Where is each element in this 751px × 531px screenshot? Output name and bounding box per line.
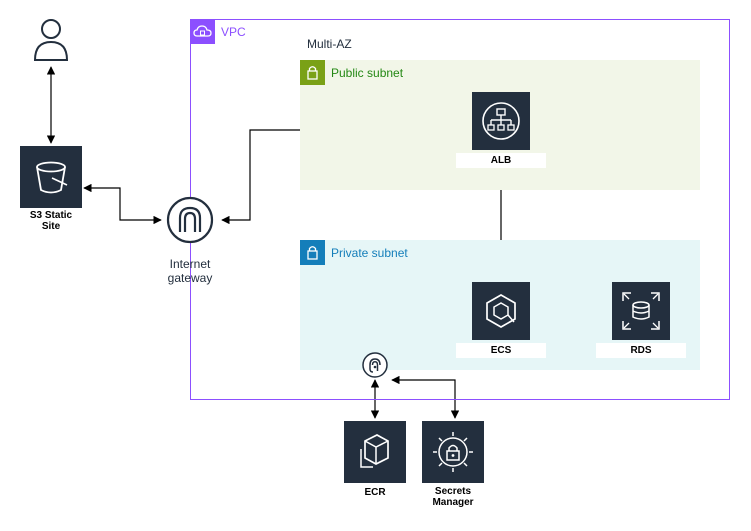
ecr-label: ECR: [364, 487, 386, 498]
s3-label-line2: Site: [41, 221, 61, 232]
igw-label-line2: gateway: [167, 271, 213, 285]
edge-s3-igw: [83, 183, 162, 225]
rds-icon: [622, 292, 660, 330]
s3-static-site-node: [20, 146, 82, 208]
s3-label-line1: S3 Static: [29, 210, 73, 221]
internet-gateway-icon: [166, 196, 214, 244]
multi-az-label: Multi-AZ: [307, 37, 352, 51]
secrets-label-line2: Manager: [432, 497, 474, 508]
bucket-icon: [36, 161, 68, 194]
user-icon: [33, 15, 69, 63]
secrets-manager-node: [422, 421, 484, 483]
vpc-endpoint-icon: [362, 352, 388, 378]
secrets-manager-label: Secrets Manager: [408, 486, 498, 508]
ecr-node: [344, 421, 406, 483]
s3-static-site-label: S3 Static Site: [6, 210, 96, 232]
secrets-manager-icon: [433, 432, 473, 472]
private-subnet-lock-icon: [300, 240, 325, 265]
alb-node: [472, 92, 530, 150]
rds-label: RDS: [596, 343, 686, 358]
alb-label: ALB: [456, 153, 546, 168]
ecs-label: ECS: [456, 343, 546, 358]
igw-label-line1: Internet: [169, 257, 211, 271]
vpc-label: VPC: [221, 25, 246, 39]
rds-node: [612, 282, 670, 340]
public-subnet-lock-icon: [300, 60, 325, 85]
ecs-icon: [486, 294, 516, 328]
ecs-node: [472, 282, 530, 340]
vpc-cloud-icon: [190, 19, 215, 44]
public-subnet-label: Public subnet: [331, 66, 404, 80]
ecr-icon: [360, 434, 389, 468]
private-subnet-label: Private subnet: [331, 246, 408, 260]
edge-endpoint-secrets: [391, 375, 460, 419]
load-balancer-icon: [482, 102, 520, 140]
internet-gateway-label: Internet gateway: [145, 257, 235, 285]
secrets-label-line1: Secrets: [434, 486, 472, 497]
